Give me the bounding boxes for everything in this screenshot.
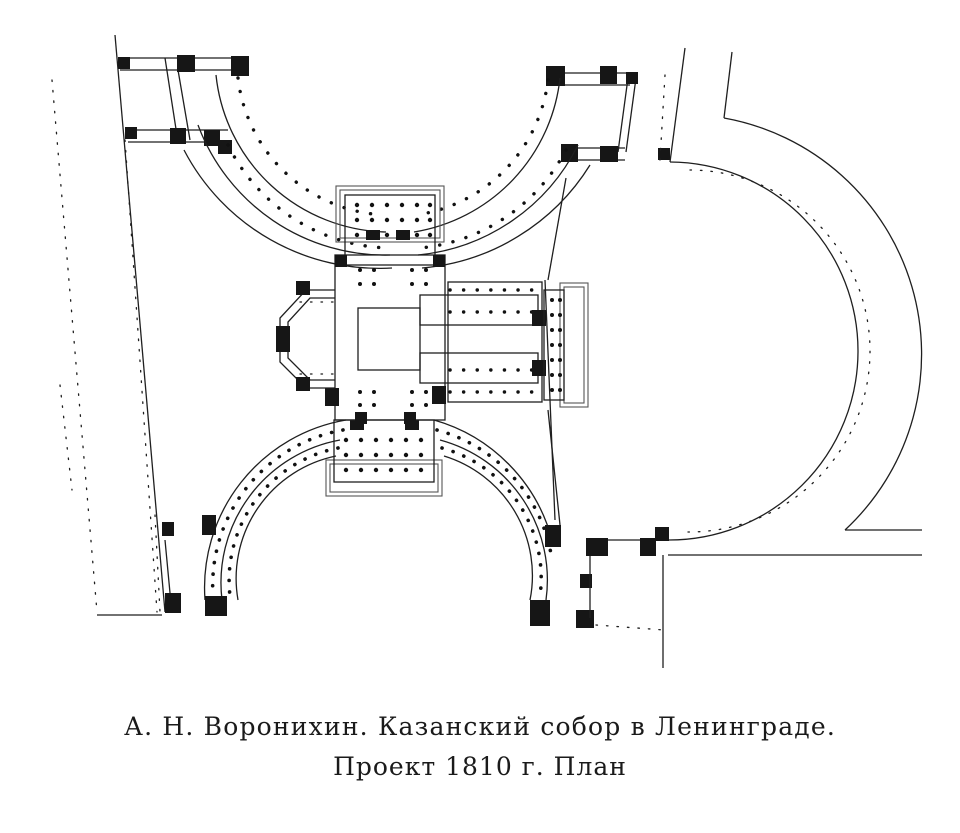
north-colonnade — [183, 74, 591, 270]
north-portico — [335, 185, 445, 266]
southwest-pavilion — [154, 514, 181, 613]
east-square — [576, 47, 923, 668]
south-colonnade — [202, 419, 561, 626]
south-portico — [325, 419, 443, 497]
northwest-pavilion — [118, 55, 249, 154]
northeast-pavilion — [546, 66, 670, 162]
left-street — [51, 34, 166, 616]
cathedral-core — [276, 177, 589, 526]
caption-subtitle: Проект 1810 г. План — [333, 752, 627, 781]
cathedral-floor-plan — [51, 34, 923, 668]
caption-title: А. Н. Воронихин. Казанский собор в Ленин… — [123, 712, 837, 741]
